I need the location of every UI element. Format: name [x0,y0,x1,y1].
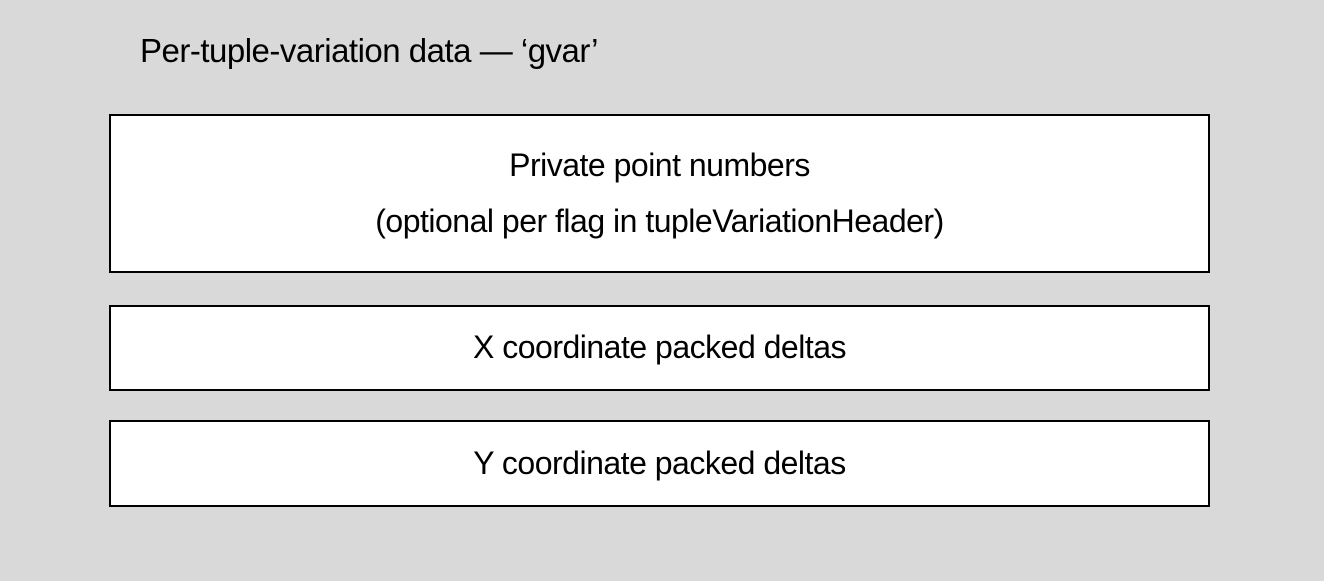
diagram-title: Per-tuple-variation data — ‘gvar’ [140,32,598,69]
box-x-coordinate-packed-deltas: X coordinate packed deltas [109,305,1210,391]
box-y-coordinate-packed-deltas: Y coordinate packed deltas [109,420,1210,507]
box-private-point-numbers-line-2: (optional per flag in tupleVariationHead… [375,203,944,239]
box-x-coordinate-packed-deltas-label: X coordinate packed deltas [472,329,847,366]
box-private-point-numbers: Private point numbers (optional per flag… [109,114,1210,273]
box-private-point-numbers-line-1: Private point numbers [509,146,810,183]
box-y-coordinate-packed-deltas-label: Y coordinate packed deltas [473,444,846,481]
